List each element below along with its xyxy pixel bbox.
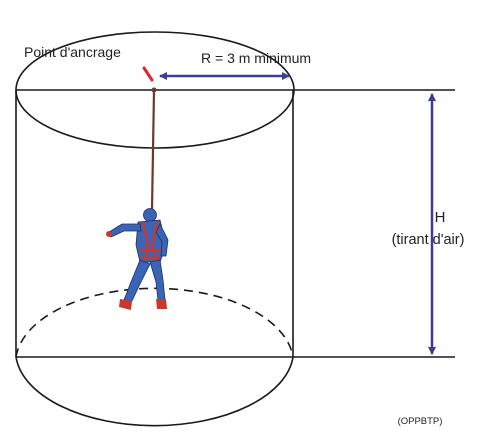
height-description-label: (tirant d'air)	[392, 232, 465, 248]
suspended-worker-icon	[106, 208, 169, 310]
anchor-point-label: Point d'ancrage	[24, 44, 121, 60]
cylinder-bottom-front	[15, 356, 294, 427]
source-credit: (OPPBTP)	[398, 416, 443, 427]
lanyard-rope	[150, 89, 156, 211]
height-symbol-label: H	[435, 209, 446, 226]
radius-label: R = 3 m minimum	[201, 50, 311, 66]
clearance-cylinder	[15, 31, 295, 427]
cylinder-bottom-back-dashed	[15, 287, 294, 358]
anchor-point-icon	[142, 66, 157, 93]
